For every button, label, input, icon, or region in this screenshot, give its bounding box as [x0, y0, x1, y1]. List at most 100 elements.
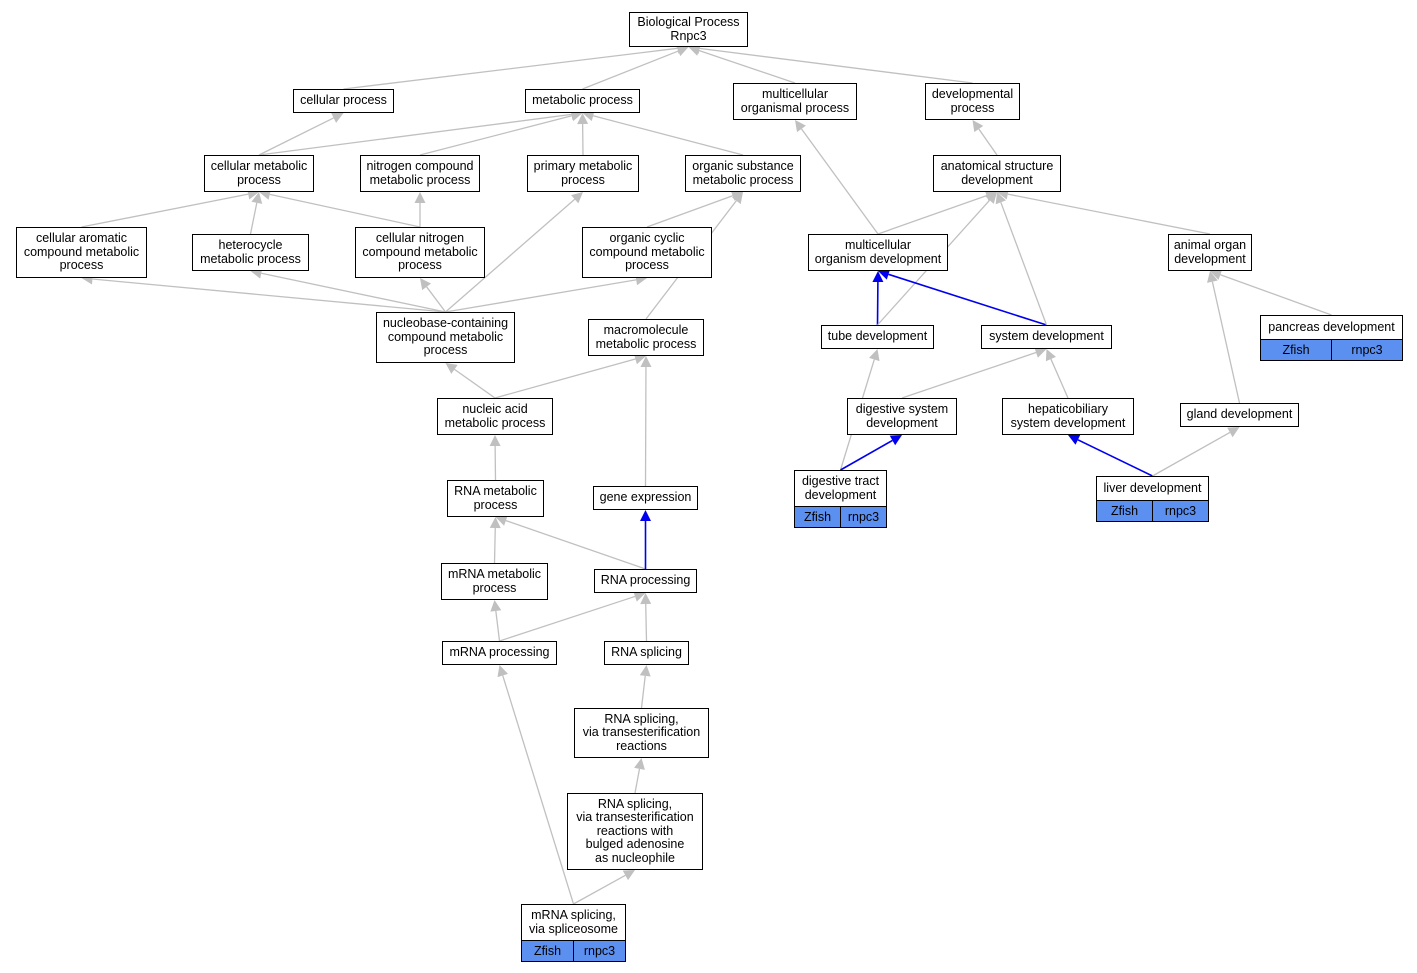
edge-rna-splicing-transesterification-to-rna-splicing [640, 675, 646, 709]
go-term-nucleic-acid-metabolic-process[interactable]: nucleic acid metabolic process [437, 398, 553, 435]
edge-arrowhead [420, 278, 431, 291]
annotation-row: Zfish rnpc3 [794, 506, 887, 528]
go-term-heterocycle-metabolic-process[interactable]: heterocycle metabolic process [192, 234, 309, 271]
edge-arrowhead [995, 192, 1006, 205]
go-term-liver-development[interactable]: liver development [1096, 476, 1209, 500]
annotation-gene[interactable]: rnpc3 [1152, 501, 1208, 521]
edge-rna-processing-to-rna-metabolic-process [505, 519, 646, 570]
edge-arrowhead [1045, 349, 1056, 362]
edge-nucleobase-containing-compound-metabolic-process-to-cellular-aromatic-compound-metabolic-process [92, 278, 446, 313]
edge-organic-cyclic-compound-metabolic-process-to-organic-substance-metabolic-process [646, 195, 733, 228]
go-term-metabolic-process[interactable]: metabolic process [525, 89, 640, 113]
annotation-gene[interactable]: rnpc3 [840, 507, 886, 527]
edge-rna-splicing-to-rna-processing [645, 603, 648, 642]
edge-liver-development-to-gland-development [1152, 431, 1231, 477]
edge-rna-splicing-bulged-adenosine-to-rna-splicing-transesterification [634, 768, 641, 794]
go-term-nitrogen-compound-metabolic-process[interactable]: nitrogen compound metabolic process [360, 155, 480, 192]
edge-metabolic-process-to-root [582, 50, 679, 90]
go-term-nucleobase-containing-compound-metabolic-process[interactable]: nucleobase-containing compound metabolic… [376, 312, 515, 363]
edge-developmental-process-to-root [699, 47, 973, 84]
edge-arrowhead [676, 45, 689, 57]
edge-arrowhead [1227, 427, 1240, 438]
go-term-primary-metabolic-process[interactable]: primary metabolic process [527, 155, 639, 192]
go-term-mrna-splicing-spliceosome[interactable]: mRNA splicing, via spliceosome [521, 904, 626, 940]
go-term-rna-metabolic-process[interactable]: RNA metabolic process [447, 480, 544, 517]
edge-multicellular-organismal-process-to-root [698, 49, 796, 84]
edge-system-development-to-multicellular-organism-development [888, 273, 1047, 326]
edge-arrowhead [490, 600, 502, 612]
go-term-anatomical-structure-development[interactable]: anatomical structure development [933, 155, 1061, 192]
go-term-rna-splicing-bulged-adenosine[interactable]: RNA splicing, via transesterification re… [567, 793, 703, 870]
edge-mrna-processing-to-rna-processing [499, 595, 636, 642]
go-term-organic-cyclic-compound-metabolic-process[interactable]: organic cyclic compound metabolic proces… [582, 227, 712, 278]
edge-nitrogen-compound-metabolic-process-to-metabolic-process [419, 115, 573, 156]
edge-arrowhead [731, 192, 743, 205]
annotation-species[interactable]: Zfish [1282, 343, 1310, 357]
go-term-organic-substance-metabolic-process[interactable]: organic substance metabolic process [685, 155, 801, 192]
edge-arrowhead [634, 758, 645, 770]
go-term-system-development[interactable]: system development [981, 325, 1112, 349]
go-term-root[interactable]: Biological Process Rnpc3 [629, 12, 748, 47]
annotation-row: Zfish rnpc3 [521, 940, 626, 962]
edge-arrowhead [570, 110, 583, 122]
edge-arrowhead [633, 353, 646, 365]
annotation-species[interactable]: Zfish [803, 510, 832, 524]
go-term-gene-expression[interactable]: gene expression [593, 486, 698, 510]
go-term-multicellular-organism-development[interactable]: multicellular organism development [808, 234, 948, 271]
edge-arrowhead [571, 192, 583, 204]
edge-arrowhead [489, 517, 501, 529]
edge-arrowhead [497, 665, 509, 678]
edge-arrowhead [622, 870, 635, 881]
edge-cellular-metabolic-process-to-cellular-process [258, 117, 334, 156]
edge-arrowhead [1207, 271, 1218, 283]
go-term-developmental-process[interactable]: developmental process [925, 83, 1020, 120]
edge-arrowhead [251, 192, 263, 204]
annotation-gene[interactable]: rnpc3 [573, 941, 625, 961]
go-term-cellular-process[interactable]: cellular process [293, 89, 394, 113]
edge-arrowhead [331, 112, 344, 123]
edge-arrowhead [495, 515, 508, 526]
go-term-rna-splicing[interactable]: RNA splicing [604, 641, 689, 665]
edge-mrna-metabolic-process-to-rna-metabolic-process [493, 527, 496, 564]
edge-cellular-nitrogen-compound-metabolic-process-to-cellular-metabolic-process [269, 193, 421, 228]
edge-multicellular-organism-development-to-multicellular-organismal-process [800, 128, 879, 235]
go-term-digestive-system-development[interactable]: digestive system development [847, 398, 957, 435]
edge-liver-development-to-hepaticobiliary-system-development [1077, 439, 1153, 477]
edge-arrowhead [972, 120, 984, 133]
edge-arrowhead [985, 192, 997, 204]
go-term-mrna-processing[interactable]: mRNA processing [442, 641, 557, 665]
go-term-rna-splicing-transesterification[interactable]: RNA splicing, via transesterification re… [574, 708, 709, 758]
annotation-species[interactable]: Zfish [533, 944, 562, 958]
annotation-gene[interactable]: rnpc3 [1331, 340, 1402, 360]
go-term-rna-processing[interactable]: RNA processing [594, 569, 697, 593]
go-term-cellular-nitrogen-compound-metabolic-process[interactable]: cellular nitrogen compound metabolic pro… [355, 227, 485, 278]
annotation-species[interactable]: Zfish [1110, 504, 1139, 518]
annotation-row: Zfish rnpc3 [1096, 500, 1209, 522]
edge-arrowhead [869, 349, 880, 362]
edge-arrowhead [640, 356, 652, 368]
edge-arrowhead [1210, 269, 1223, 280]
edge-arrowhead [878, 269, 891, 280]
go-term-gland-development[interactable]: gland development [1180, 403, 1299, 427]
edge-gland-development-to-animal-organ-development [1211, 281, 1241, 404]
edge-arrowhead [489, 435, 501, 447]
edge-arrowhead [795, 120, 806, 133]
go-term-cellular-metabolic-process[interactable]: cellular metabolic process [204, 155, 314, 192]
go-term-macromolecule-metabolic-process[interactable]: macromolecule metabolic process [588, 319, 704, 356]
edge-arrowhead [639, 665, 651, 677]
go-term-cellular-aromatic-compound-metabolic-process[interactable]: cellular aromatic compound metabolic pro… [16, 227, 147, 278]
go-term-pancreas-development[interactable]: pancreas development [1260, 315, 1403, 339]
edge-system-development-to-anatomical-structure-development [1000, 202, 1048, 326]
go-term-mrna-metabolic-process[interactable]: mRNA metabolic process [441, 563, 548, 600]
edge-nucleic-acid-metabolic-process-to-nucleobase-containing-compound-metabolic-process [454, 368, 496, 399]
go-term-multicellular-organismal-process[interactable]: multicellular organismal process [733, 83, 857, 120]
edge-organic-substance-metabolic-process-to-metabolic-process [592, 115, 744, 156]
edge-arrowhead [414, 192, 426, 203]
go-term-tube-development[interactable]: tube development [821, 325, 934, 349]
annotation-row: Zfish rnpc3 [1260, 339, 1403, 361]
go-term-hepaticobiliary-system-development[interactable]: hepaticobiliary system development [1002, 398, 1134, 435]
go-term-digestive-tract-development[interactable]: digestive tract development [794, 470, 887, 506]
edge-arrowhead [889, 435, 902, 446]
go-term-animal-organ-development[interactable]: animal organ development [1168, 234, 1252, 271]
